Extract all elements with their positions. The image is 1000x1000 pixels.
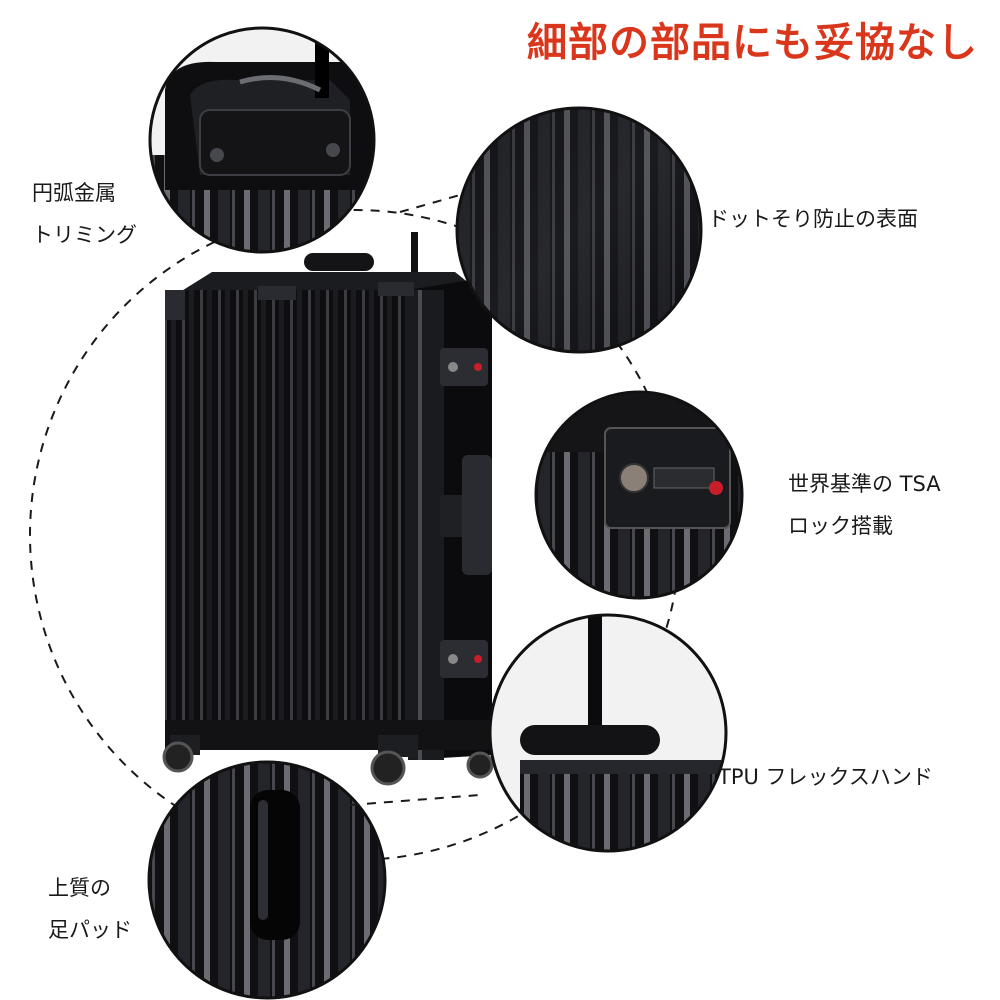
side-lock-lower	[440, 640, 488, 678]
callout-lock-line2: ロック搭載	[788, 514, 893, 538]
suitcase	[162, 232, 494, 786]
wheel	[466, 751, 494, 779]
trolley-rod	[411, 232, 418, 272]
wheel	[162, 735, 200, 773]
headline: 細部の部品にも妥協なし	[527, 20, 978, 66]
ribbed-surface-closeup	[455, 106, 703, 354]
callout-handle: TPU フレックスハンド	[718, 756, 933, 798]
callout-surface-line1: ドットそり防止の表面	[708, 207, 918, 231]
callout-pad-line1: 上質の	[48, 876, 111, 900]
callout-handle-line1: TPU フレックスハンド	[718, 765, 933, 789]
corner-guard	[165, 290, 185, 320]
flex-handle-closeup	[488, 613, 728, 853]
callout-lock-line1: 世界基準の TSA	[788, 472, 941, 496]
tsa-red-diamond-icon	[709, 481, 723, 495]
foot-pad-closeup	[147, 760, 387, 1000]
callout-corner-line1: 円弧金属	[32, 181, 116, 205]
keyhole-icon	[619, 463, 649, 493]
side-lock	[440, 348, 488, 386]
wheel	[370, 735, 418, 786]
callout-lock: 世界基準の TSA ロック搭載	[788, 463, 941, 547]
tsa-lock-closeup	[534, 390, 744, 600]
metal-corner-closeup	[148, 26, 376, 254]
top-handle	[304, 253, 374, 271]
suitcase-shell	[165, 290, 408, 748]
callout-surface: ドットそり防止の表面	[708, 198, 918, 240]
callout-corner: 円弧金属 トリミング	[32, 172, 137, 256]
callout-corner-line2: トリミング	[32, 223, 137, 247]
callout-pad: 上質の 足パッド	[48, 867, 132, 951]
callout-pad-line2: 足パッド	[48, 918, 132, 942]
side-latch	[440, 455, 492, 575]
